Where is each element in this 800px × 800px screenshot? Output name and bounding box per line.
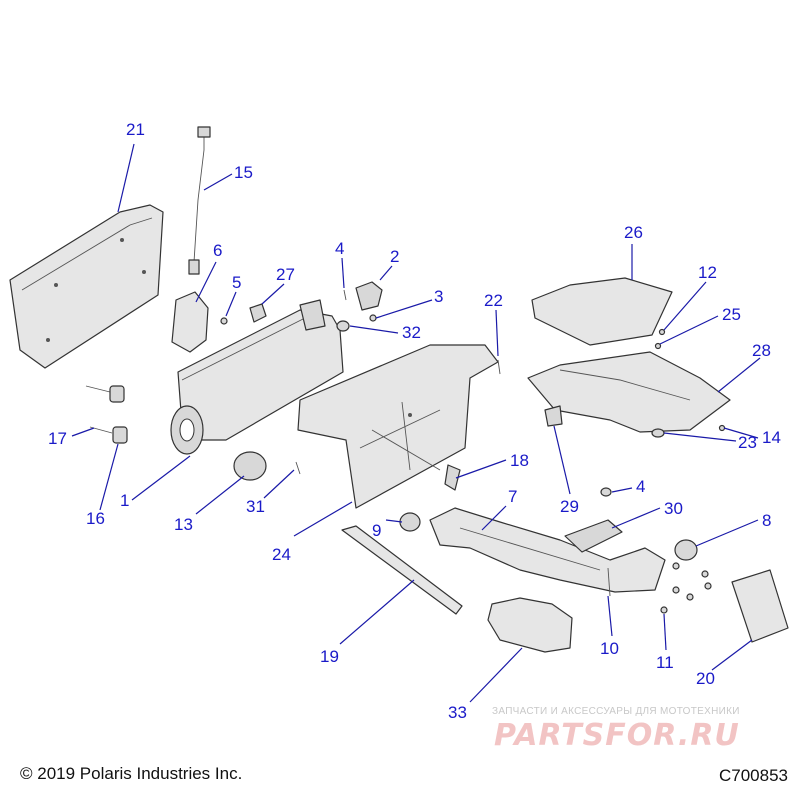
callout-15: 15 — [234, 163, 253, 182]
part-washer-23 — [651, 428, 665, 438]
callout-31: 31 — [246, 497, 265, 516]
callout-6: 6 — [213, 241, 222, 260]
watermark-tagline: ЗАПЧАСТИ И АКСЕССУАРЫ ДЛЯ МОТОТЕХНИКИ — [492, 706, 740, 717]
callout-29: 29 — [560, 497, 579, 516]
part-screw-22 — [497, 359, 501, 375]
part-screw-14 — [718, 424, 726, 432]
callout-21: 21 — [126, 120, 145, 139]
part-washer-32 — [336, 320, 350, 332]
callout-8: 8 — [762, 511, 771, 530]
part-springs-16 — [109, 385, 128, 444]
callout-22: 22 — [484, 291, 503, 310]
part-clamp-8 — [674, 539, 698, 561]
callout-14: 14 — [762, 428, 781, 447]
part-heat-shield-26 — [531, 277, 673, 346]
callout-11: 11 — [656, 653, 674, 672]
watermark-logo: PARTSFOR.RU — [494, 718, 740, 753]
part-bolt-5 — [220, 317, 228, 325]
callout-20: 20 — [696, 669, 715, 688]
part-bracket-6 — [171, 291, 209, 353]
part-plate-20 — [731, 569, 789, 643]
callout-28: 28 — [752, 341, 771, 360]
part-heat-shield-21 — [9, 204, 164, 369]
callout-1: 1 — [120, 491, 129, 510]
part-heat-shield-28 — [527, 351, 731, 433]
callout-30: 30 — [664, 499, 683, 518]
callout-3: 3 — [434, 287, 443, 306]
callout-9: 9 — [372, 521, 381, 540]
callout-10: 10 — [600, 639, 619, 658]
part-heat-shield-24 — [297, 344, 499, 509]
part-gasket-30 — [564, 519, 623, 553]
part-o2-sensor-15 — [188, 126, 211, 275]
part-heat-shield-33 — [487, 597, 573, 653]
callout-16: 16 — [86, 509, 105, 528]
part-bumper-29 — [544, 405, 563, 427]
callout-12: 12 — [698, 263, 717, 282]
callout-32: 32 — [402, 323, 421, 342]
part-clip-12 — [658, 328, 666, 336]
callout-23: 23 — [738, 433, 757, 452]
part-clamp-13 — [233, 451, 267, 481]
callout-26: 26 — [624, 223, 643, 242]
part-washer-4b — [600, 487, 612, 497]
callout-24: 24 — [272, 545, 291, 564]
part-bolts-17 — [85, 385, 113, 434]
callout-5: 5 — [232, 273, 241, 292]
part-head-pipe-7 — [429, 507, 666, 593]
callout-2: 2 — [390, 247, 399, 266]
callout-7: 7 — [508, 487, 517, 506]
drawing-id: C700853 — [718, 766, 788, 785]
part-gasket-9 — [399, 512, 421, 532]
callout-13: 13 — [174, 515, 193, 534]
callout-17: 17 — [48, 429, 67, 448]
part-screw-4a — [343, 289, 347, 301]
part-screw-25 — [654, 342, 662, 350]
callout-4b: 4 — [636, 477, 645, 496]
part-bolts-11 — [660, 562, 712, 614]
part-bracket-18 — [444, 464, 461, 491]
callout-4a: 4 — [335, 239, 344, 258]
callout-25: 25 — [722, 305, 741, 324]
part-clip-3 — [369, 314, 377, 322]
callout-33: 33 — [448, 703, 467, 722]
part-bolt-31 — [295, 461, 301, 475]
part-strap-19 — [341, 525, 463, 615]
callout-labels: 21 15 6 5 27 4 2 3 32 22 26 12 25 28 14 … — [48, 120, 781, 722]
callout-27: 27 — [276, 265, 295, 284]
leader-lines — [71, 143, 761, 703]
callout-19: 19 — [320, 647, 339, 666]
part-muffler-1 — [170, 299, 344, 455]
part-clamp-10 — [607, 567, 611, 597]
copyright-text: © 2019 Polaris Industries Inc. — [20, 764, 243, 783]
callout-18: 18 — [510, 451, 529, 470]
part-fitting-27 — [249, 303, 267, 323]
part-cap-2 — [355, 281, 383, 311]
